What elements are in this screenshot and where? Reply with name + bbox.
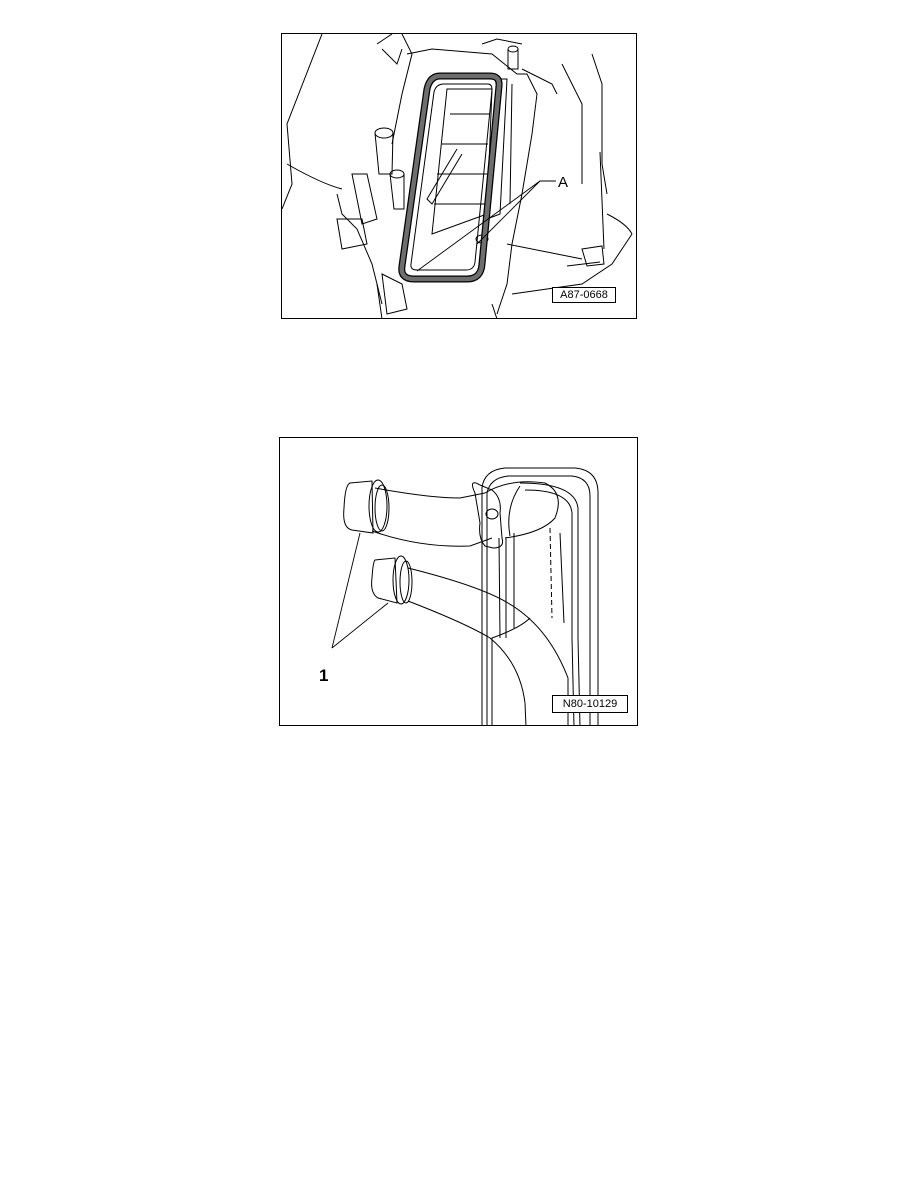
- pipes-illustration: [331, 467, 599, 725]
- figure-reference-code: N80-10129: [552, 695, 628, 713]
- figure-reference-code: A87-0668: [552, 287, 616, 303]
- callout-label: 1: [319, 666, 329, 685]
- figure-pipes-o-rings: 1 N80-10129: [279, 437, 638, 726]
- figure-housing-seal: A A87-0668: [281, 33, 637, 319]
- callout-leader-lines: [416, 180, 556, 272]
- callout-label: A: [558, 174, 569, 191]
- housing-illustration: [282, 34, 633, 318]
- seal-gasket: [399, 73, 502, 282]
- callout-leader-lines: [331, 532, 389, 649]
